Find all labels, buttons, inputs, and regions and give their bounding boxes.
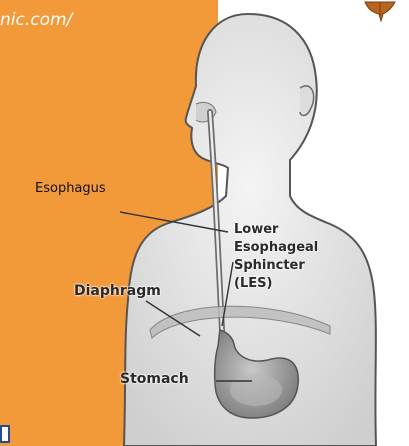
esophagus-label: Esophagus (35, 181, 106, 196)
les-label-line-1: Lower (234, 221, 318, 239)
diaphragm-label: Diaphragm (74, 283, 161, 299)
corner-box-fragment (0, 425, 10, 443)
stomach-label: Stomach (120, 371, 189, 387)
les-label: Lower Esophageal Sphincter (LES) (234, 221, 318, 293)
les-label-line-2: Esophageal (234, 239, 318, 257)
les-label-line-3: Sphincter (234, 257, 318, 275)
les-label-line-4: (LES) (234, 275, 318, 293)
